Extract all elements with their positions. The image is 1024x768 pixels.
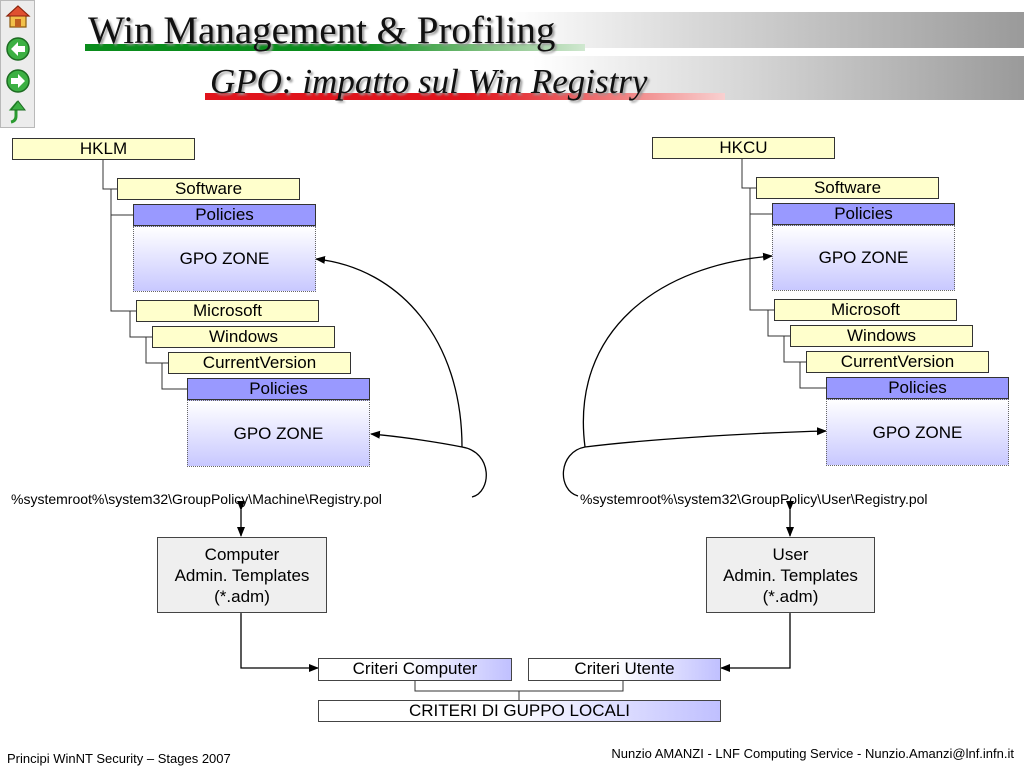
hkcu-gpo-zone-top: GPO ZONE [772, 225, 955, 291]
back-arrow-icon[interactable] [4, 35, 32, 63]
hklm-software-key: Software [117, 178, 300, 200]
hkcu-policies-key: Policies [772, 203, 955, 225]
hklm-currentversion-key: CurrentVersion [168, 352, 351, 374]
hklm-gpo-zone-top: GPO ZONE [133, 226, 316, 292]
machine-registry-pol-path: %systemroot%\system32\GroupPolicy\Machin… [11, 491, 382, 507]
page-title: Win Management & Profiling [88, 9, 556, 52]
page-subtitle: GPO: impatto sul Win Registry [210, 62, 648, 101]
criteri-utente-box: Criteri Utente [528, 658, 721, 681]
footer-right: Nunzio AMANZI - LNF Computing Service - … [611, 746, 1014, 761]
hkcu-software-key: Software [756, 177, 939, 199]
criteri-gruppo-locali-box: CRITERI DI GUPPO LOCALI [318, 700, 721, 722]
hklm-policies-bottom-key: Policies [187, 378, 370, 400]
title-underline-green [85, 44, 585, 51]
hklm-microsoft-key: Microsoft [136, 300, 319, 322]
hklm-gpo-zone-bottom: GPO ZONE [187, 400, 370, 467]
computer-templates-line3: (*.adm) [214, 586, 270, 606]
user-templates-line2: Admin. Templates [723, 565, 858, 585]
user-admin-templates-box: User Admin. Templates (*.adm) [706, 537, 875, 613]
user-templates-line3: (*.adm) [762, 586, 819, 606]
home-icon[interactable] [4, 3, 32, 31]
user-templates-line1: User [772, 544, 809, 564]
hklm-windows-key: Windows [152, 326, 335, 348]
subtitle-underline-red [205, 93, 725, 100]
computer-admin-templates-box: Computer Admin. Templates (*.adm) [157, 537, 327, 613]
footer-left: Principi WinNT Security – Stages 2007 [7, 751, 231, 766]
criteri-computer-box: Criteri Computer [318, 658, 512, 681]
navigation-panel [0, 0, 35, 128]
hklm-key: HKLM [12, 138, 195, 160]
user-registry-pol-path: %systemroot%\system32\GroupPolicy\User\R… [580, 491, 928, 507]
hkcu-currentversion-key: CurrentVersion [806, 351, 989, 373]
hkcu-key: HKCU [652, 137, 835, 159]
hkcu-gpo-zone-bottom: GPO ZONE [826, 399, 1009, 466]
hkcu-microsoft-key: Microsoft [774, 299, 957, 321]
forward-arrow-icon[interactable] [4, 67, 32, 95]
up-arrow-icon[interactable] [4, 98, 32, 126]
title-band [85, 12, 1024, 48]
computer-templates-line1: Computer [204, 544, 280, 564]
hkcu-windows-key: Windows [790, 325, 973, 347]
computer-templates-line2: Admin. Templates [174, 565, 310, 585]
subtitle-band [205, 56, 1024, 100]
hkcu-policies-bottom-key: Policies [826, 377, 1009, 399]
hklm-policies-key: Policies [133, 204, 316, 226]
